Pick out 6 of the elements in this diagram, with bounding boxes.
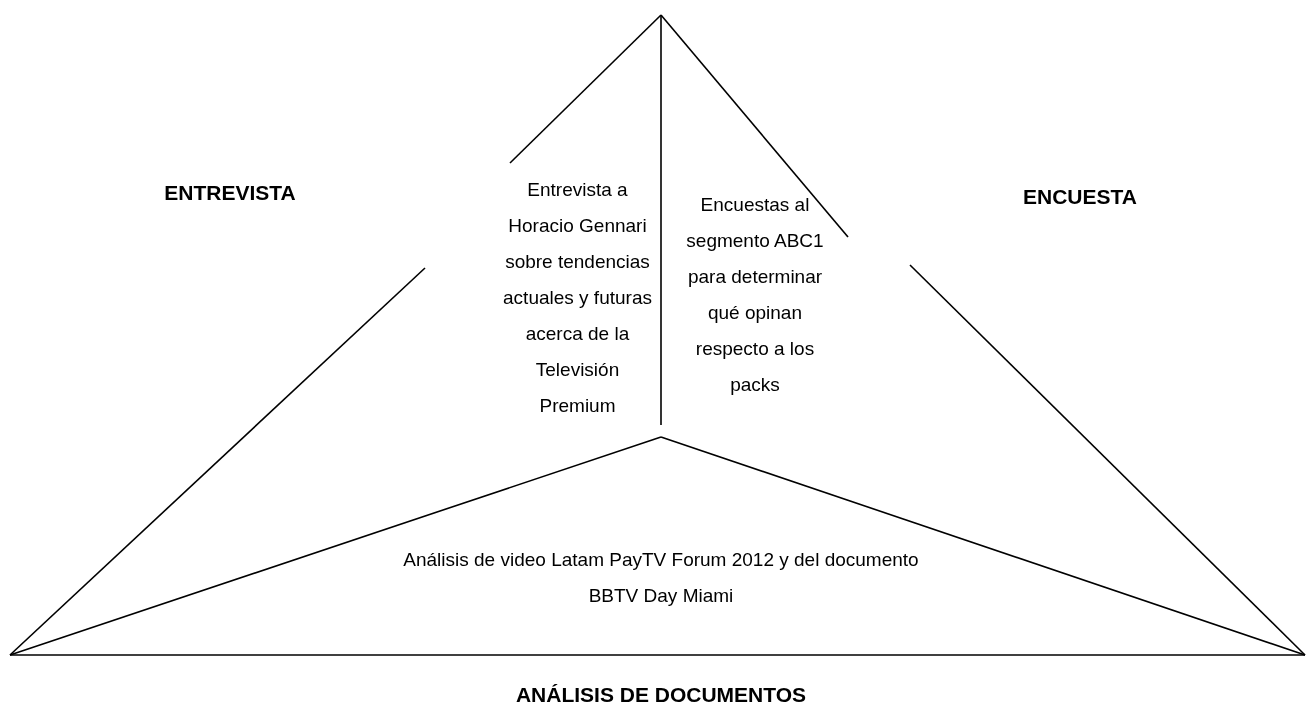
section-heading: ENTREVISTA — [163, 180, 297, 206]
section-heading: ANÁLISIS DE DOCUMENTOS — [514, 682, 808, 708]
description-text: Encuestas al segmento ABC1 para determinar qué opinan respecto a los packs — [685, 193, 825, 397]
section-heading: ENCUESTA — [1022, 184, 1138, 210]
description-text: Análisis de video Latam PayTV Forum 2012 y del documento BBTV Day Miami — [402, 548, 920, 608]
description-text: Entrevista a Horacio Gennari sobre tendencias actuales y futuras acerca de la Televisión Premium — [502, 178, 653, 418]
